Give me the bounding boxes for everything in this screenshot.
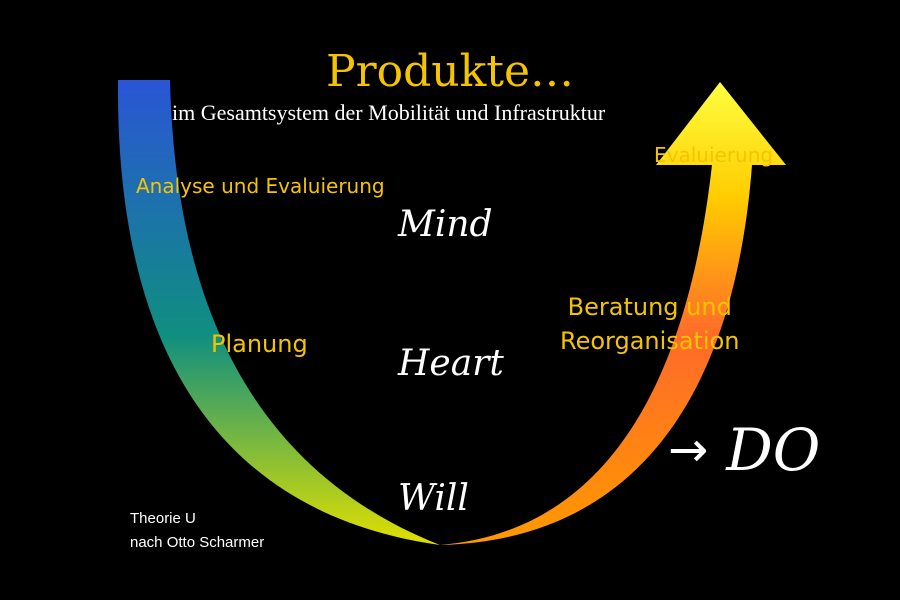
label-beratung-reorganisation: Beratung und Reorganisation (560, 290, 740, 358)
label-planung: Planung (211, 330, 308, 358)
do-text: DO (726, 416, 821, 484)
label-beratung-line2: Reorganisation (560, 327, 740, 355)
do-label: → DO (668, 416, 820, 484)
level-will: Will (398, 478, 469, 519)
label-analyse-evaluierung: Analyse und Evaluierung (136, 174, 385, 198)
u-left-arm (117, 80, 440, 545)
credit-line2: nach Otto Scharmer (130, 534, 265, 551)
right-arrow-icon: → (668, 422, 709, 478)
diagram-title: Produkte… (325, 46, 574, 97)
label-evaluierung: Evaluierung (654, 143, 774, 167)
level-heart: Heart (398, 343, 504, 384)
credit-line1: Theorie U (130, 510, 196, 527)
level-mind: Mind (398, 204, 493, 245)
u-right-arm (440, 82, 786, 545)
label-beratung-line1: Beratung und (567, 293, 732, 321)
diagram-subtitle: im Gesamtsystem der Mobilität und Infras… (172, 100, 606, 125)
credit-note: Theorie U nach Otto Scharmer (130, 507, 264, 555)
